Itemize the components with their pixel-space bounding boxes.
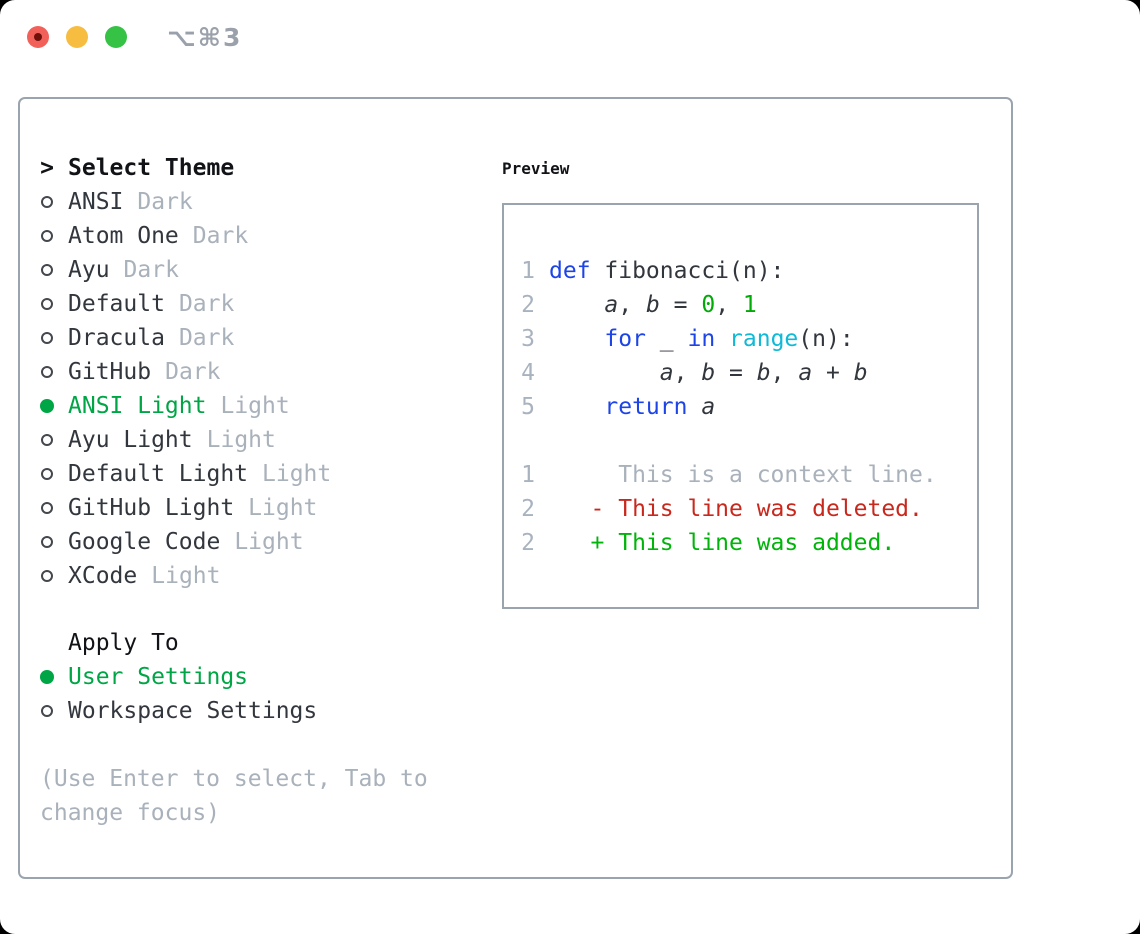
radio-unselected-icon xyxy=(41,230,53,242)
section-spacer xyxy=(40,593,490,626)
select-theme-heading: > Select Theme xyxy=(40,151,490,185)
diff-line-context: 1 This is a context line. xyxy=(521,462,937,488)
theme-item-xcode[interactable]: XCode Light xyxy=(40,559,490,593)
theme-name: Ayu xyxy=(68,257,110,283)
theme-variant: Light xyxy=(206,427,276,453)
apply-option-label: Workspace Settings xyxy=(68,698,318,724)
theme-name: ANSI xyxy=(68,189,124,215)
theme-item-dracula[interactable]: Dracula Dark xyxy=(40,321,490,355)
diff-line-deleted: 2 - This line was deleted. xyxy=(521,496,923,522)
theme-name: Ayu Light xyxy=(68,427,193,453)
radio-unselected-icon xyxy=(41,536,53,548)
apply-option-user-settings[interactable]: User Settings xyxy=(40,660,490,694)
theme-variant: Dark xyxy=(178,291,235,317)
theme-item-atom-one[interactable]: Atom One Dark xyxy=(40,219,490,253)
theme-variant: Light xyxy=(262,461,332,487)
theme-variant: Dark xyxy=(178,325,235,351)
radio-unselected-icon xyxy=(41,366,53,378)
theme-variant: Light xyxy=(151,563,221,589)
line-number: 2 xyxy=(521,530,535,556)
close-dot-icon xyxy=(34,33,42,41)
theme-variant: Dark xyxy=(137,189,193,215)
close-button[interactable] xyxy=(27,26,49,48)
line-number: 4 xyxy=(521,360,535,386)
heading-indent xyxy=(40,626,54,660)
line-number: 2 xyxy=(521,292,535,318)
radio-unselected-icon xyxy=(41,196,53,208)
theme-item-github[interactable]: GitHub Dark xyxy=(40,355,490,389)
window-title-shortcut: ⌥⌘3 xyxy=(167,23,243,52)
apply-option-label: User Settings xyxy=(68,664,249,690)
radio-unselected-icon xyxy=(41,502,53,514)
diff-preview: 1 This is a context line. 2 - This line w… xyxy=(521,458,977,560)
theme-item-default[interactable]: Default Dark xyxy=(40,287,490,321)
theme-item-ansi-light[interactable]: ANSI Light Light xyxy=(40,389,490,423)
theme-item-ayu[interactable]: Ayu Dark xyxy=(40,253,490,287)
apply-to-title: Apply To xyxy=(68,630,179,656)
maximize-button[interactable] xyxy=(105,26,127,48)
line-number: 2 xyxy=(521,496,535,522)
preview-title: Preview xyxy=(502,158,570,178)
radio-unselected-icon xyxy=(41,468,53,480)
theme-name: Google Code xyxy=(68,529,221,555)
theme-item-github-light[interactable]: GitHub Light Light xyxy=(40,491,490,525)
radio-unselected-icon xyxy=(41,434,53,446)
code-line: 2 a, b = 0, 1 xyxy=(521,292,757,318)
theme-name: Dracula xyxy=(68,325,165,351)
theme-item-google-code[interactable]: Google Code Light xyxy=(40,525,490,559)
theme-variant: Light xyxy=(248,495,318,521)
minimize-button[interactable] xyxy=(66,26,88,48)
apply-to-heading: Apply To xyxy=(40,626,490,660)
radio-unselected-icon xyxy=(41,705,53,717)
theme-name: Atom One xyxy=(68,223,179,249)
code-line: 5 return a xyxy=(521,394,716,420)
blank-line xyxy=(521,424,977,458)
theme-variant: Light xyxy=(234,529,304,555)
radio-selected-icon xyxy=(40,399,54,413)
select-theme-title: Select Theme xyxy=(68,155,235,181)
theme-name: GitHub xyxy=(68,359,152,385)
apply-option-workspace-settings[interactable]: Workspace Settings xyxy=(40,694,490,728)
line-number: 1 xyxy=(521,258,535,284)
code-line: 3 for _ in range(n): xyxy=(521,326,854,352)
radio-unselected-icon xyxy=(41,264,53,276)
theme-item-default-light[interactable]: Default Light Light xyxy=(40,457,490,491)
diff-line-added: 2 + This line was added. xyxy=(521,530,896,556)
line-number: 5 xyxy=(521,394,535,420)
theme-variant: Dark xyxy=(192,223,249,249)
line-number: 3 xyxy=(521,326,535,352)
theme-variant: Light xyxy=(220,393,290,419)
theme-name: ANSI Light xyxy=(68,393,207,419)
cursor-icon: > xyxy=(40,155,54,181)
theme-name: GitHub Light xyxy=(68,495,235,521)
preview-heading-row: Preview xyxy=(502,151,979,185)
code-line: 4 a, b = b, a + b xyxy=(521,360,868,386)
theme-item-ansi[interactable]: ANSI Dark xyxy=(40,185,490,219)
radio-unselected-icon xyxy=(41,298,53,310)
theme-name: XCode xyxy=(68,563,138,589)
theme-item-ayu-light[interactable]: Ayu Light Light xyxy=(40,423,490,457)
traffic-lights xyxy=(27,26,127,48)
theme-name: Default Light xyxy=(68,461,249,487)
theme-name: Default xyxy=(68,291,165,317)
radio-unselected-icon xyxy=(41,570,53,582)
line-number: 1 xyxy=(521,462,535,488)
theme-variant: Dark xyxy=(123,257,179,283)
radio-unselected-icon xyxy=(41,332,53,344)
theme-variant: Dark xyxy=(165,359,221,385)
hint-text: (Use Enter to select, Tab to change focu… xyxy=(40,766,428,826)
radio-selected-icon xyxy=(40,670,54,684)
